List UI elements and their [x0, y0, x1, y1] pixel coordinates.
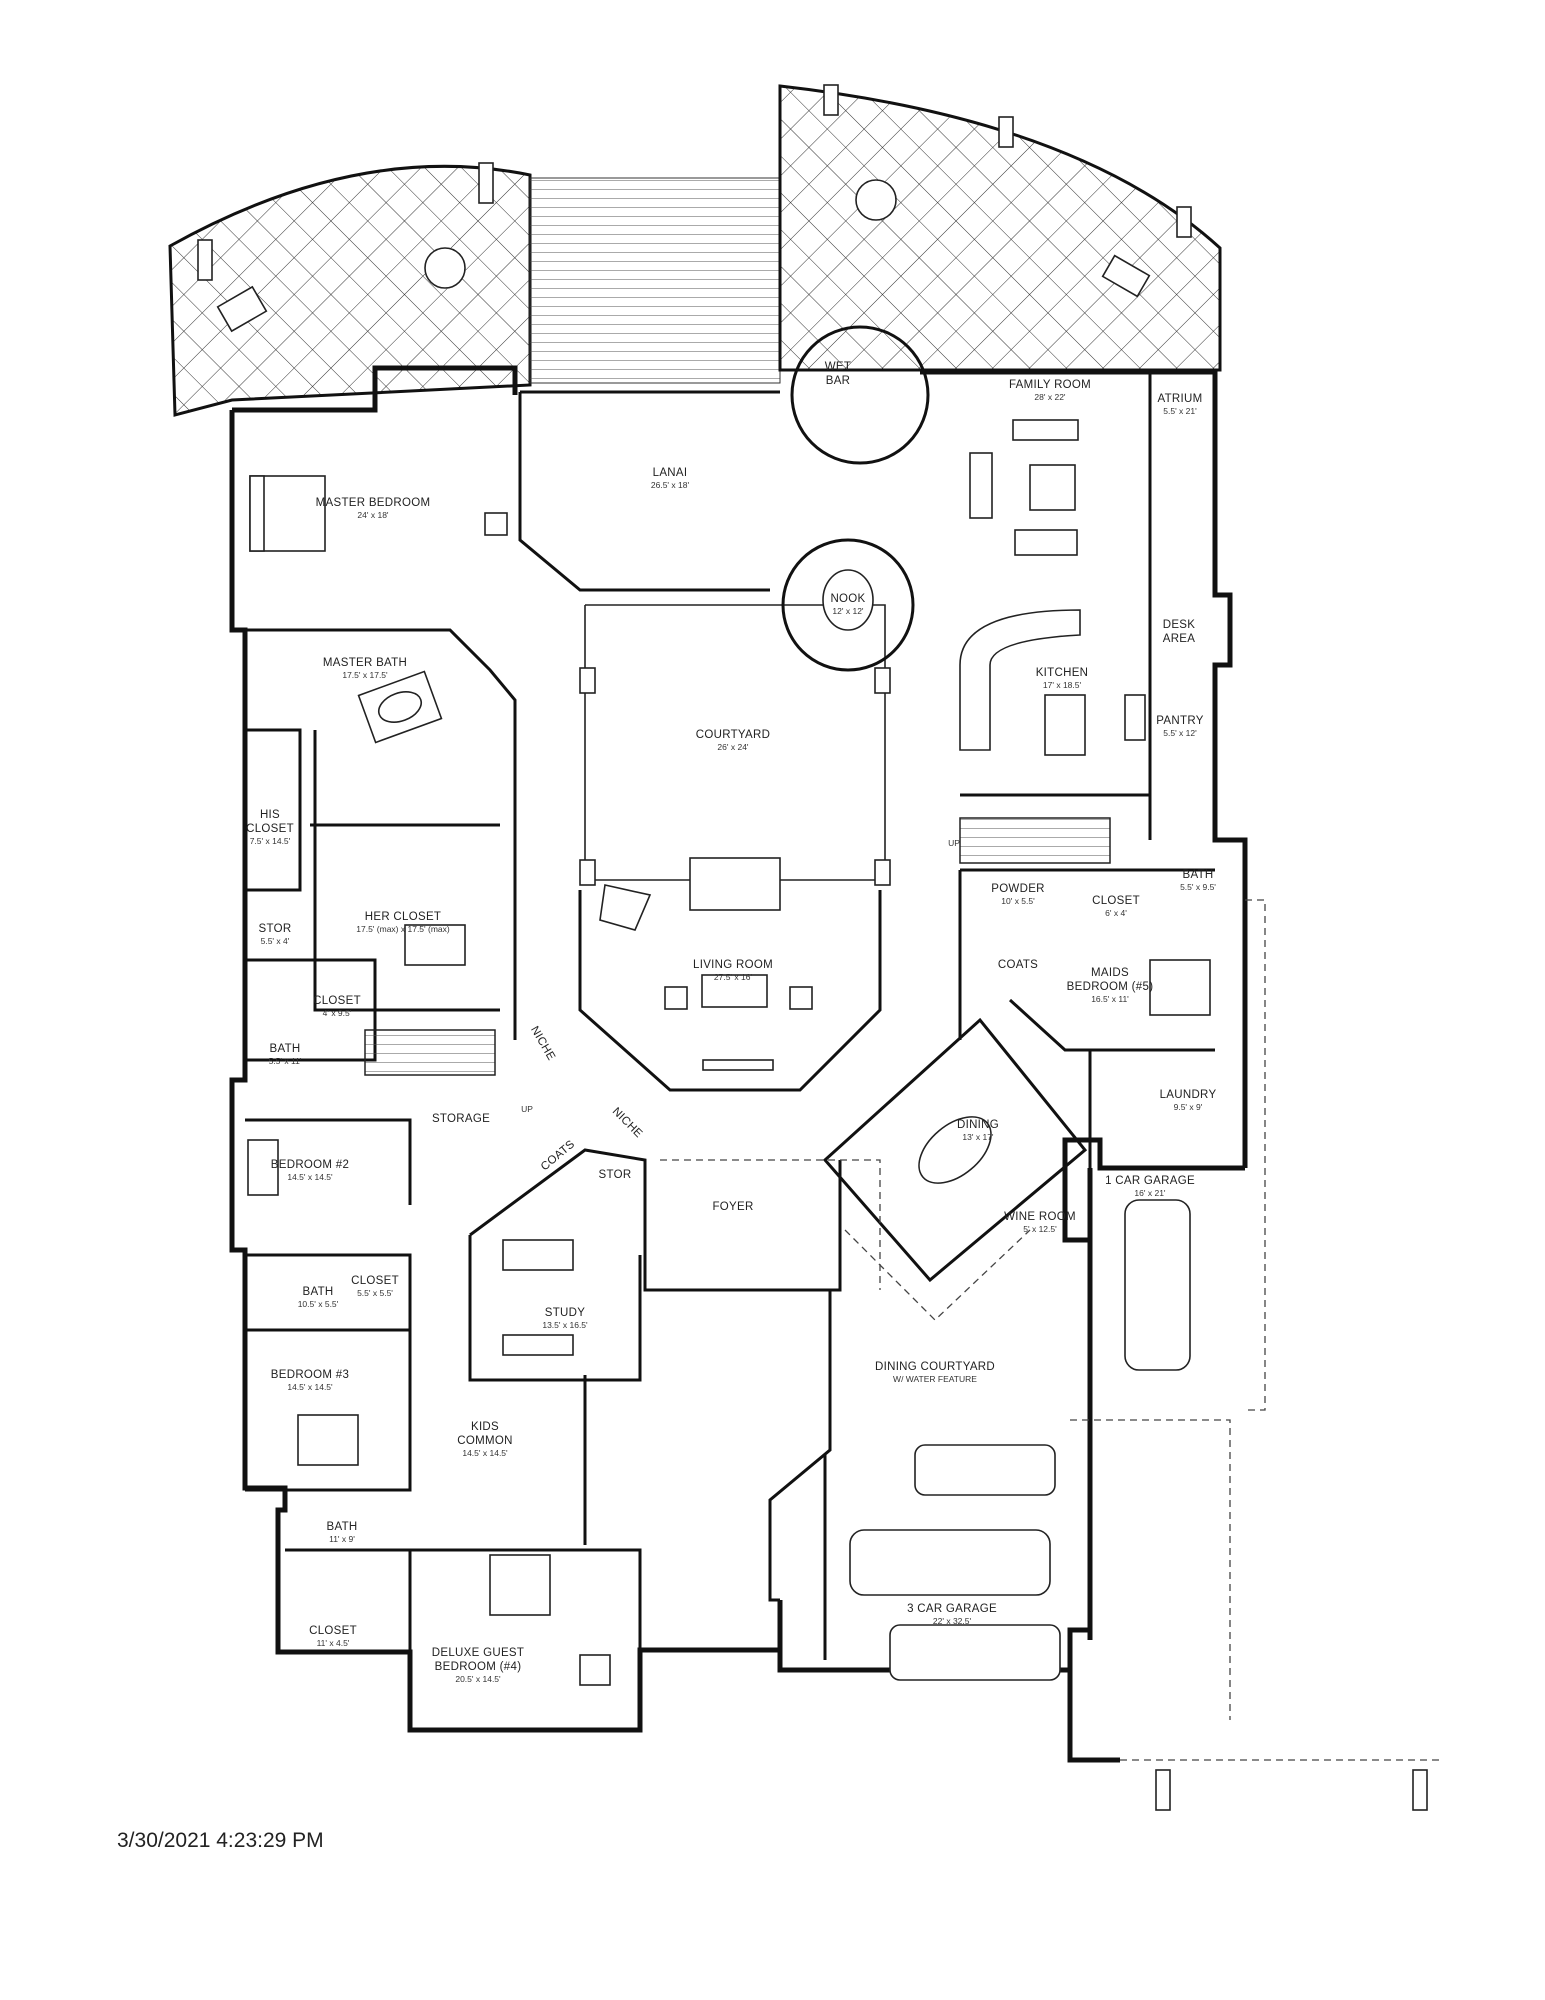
up-label-2: UP: [521, 1104, 533, 1114]
coats-west-label: COATS: [539, 1138, 578, 1173]
kitchen-label: KITCHEN: [1036, 667, 1089, 679]
foyer-label: FOYER: [712, 1201, 753, 1213]
bath-b2-size: 10.5' x 5.5': [298, 1299, 339, 1309]
wet-bar-label: WET: [825, 361, 851, 373]
closet-small-label: CLOSET: [313, 995, 361, 1007]
terrace-steps: [529, 177, 781, 384]
stor-foyer-label: STOR: [599, 1169, 632, 1181]
stor-master-label: STOR: [259, 923, 292, 935]
courtyard-size: 26' x 24': [717, 742, 749, 752]
guest-bedroom-size: 20.5' x 14.5': [455, 1674, 501, 1684]
terrace-west: [168, 162, 532, 417]
study-size: 13.5' x 16.5': [542, 1320, 588, 1330]
kitchen-size: 17' x 18.5': [1043, 680, 1082, 690]
closet-b2-size: 5.5' x 5.5': [357, 1288, 393, 1298]
pantry-size: 5.5' x 12': [1163, 728, 1197, 738]
dining-label: DINING: [957, 1119, 999, 1131]
guest-bedroom-label-2: BEDROOM (#4): [435, 1661, 522, 1673]
interior-walls: [245, 325, 1215, 1660]
closet-b3-size: 11' x 4.5': [317, 1638, 350, 1648]
courtyard-label: COURTYARD: [696, 729, 770, 741]
closet-b2-label: CLOSET: [351, 1275, 399, 1287]
exterior-walls: [229, 365, 1248, 1763]
kids-common-label: KIDS: [471, 1421, 499, 1433]
stairs-east: [959, 817, 1111, 864]
master-bath-label: MASTER BATH: [323, 657, 407, 669]
family-room-label: FAMILY ROOM: [1009, 379, 1091, 391]
bath-b3-size: 11' x 9': [329, 1534, 355, 1544]
desk-area-label: DESK: [1163, 619, 1196, 631]
bath-master-side-size: 5.5' x 11': [269, 1056, 302, 1066]
her-closet-size: 17.5' (max) x 17.5' (max): [356, 924, 450, 934]
nook-size: 12' x 12': [832, 606, 864, 616]
closet-small-size: 4' x 9.5': [323, 1008, 352, 1018]
bedroom-2-label: BEDROOM #2: [271, 1159, 349, 1171]
dining-courtyard-size: W/ WATER FEATURE: [893, 1374, 977, 1384]
bath-master-side-label: BATH: [269, 1043, 300, 1055]
three-car-garage-size: 22' x 32.5': [933, 1616, 972, 1626]
closet-maids-size: 6' x 4': [1105, 908, 1127, 918]
living-room-size: 27.5' x 16': [714, 972, 753, 982]
niche-label-1: NICHE: [528, 1024, 557, 1062]
wine-room-size: 5' x 12.5': [1023, 1224, 1057, 1234]
desk-area-label-2: AREA: [1163, 633, 1196, 645]
laundry-size: 9.5' x 9': [1174, 1102, 1203, 1112]
room-labels: MASTER BEDROOM 24' x 18' LANAI 26.5' x 1…: [246, 361, 1216, 1684]
atrium-size: 5.5' x 21': [1163, 406, 1197, 416]
powder-size: 10' x 5.5': [1001, 896, 1035, 906]
master-bedroom-size: 24' x 18': [357, 510, 389, 520]
wine-room-label: WINE ROOM: [1004, 1211, 1076, 1223]
closet-maids-label: CLOSET: [1092, 895, 1140, 907]
bedroom-3-size: 14.5' x 14.5': [287, 1382, 333, 1392]
kids-common-size: 14.5' x 14.5': [462, 1448, 508, 1458]
lanai-label: LANAI: [653, 467, 688, 479]
his-closet-label-2: CLOSET: [246, 823, 294, 835]
guest-bedroom-label: DELUXE GUEST: [432, 1647, 524, 1659]
his-closet-label: HIS: [260, 809, 280, 821]
stairs-west: [364, 1029, 496, 1076]
one-car-garage-size: 16' x 21': [1134, 1188, 1166, 1198]
her-closet-label: HER CLOSET: [365, 911, 442, 923]
his-closet-size: 7.5' x 14.5': [250, 836, 291, 846]
stor-master-size: 5.5' x 4': [261, 936, 290, 946]
up-label-1: UP: [948, 838, 960, 848]
dining-size: 13' x 17': [962, 1132, 994, 1142]
furniture: [247, 419, 1428, 1811]
family-room-size: 28' x 22': [1034, 392, 1066, 402]
maids-bedroom-size: 16.5' x 11': [1091, 994, 1129, 1004]
dining-courtyard-label: DINING COURTYARD: [875, 1361, 995, 1373]
lanai-size: 26.5' x 18': [651, 480, 690, 490]
maids-bedroom-label-2: BEDROOM (#5): [1067, 981, 1154, 993]
bath-b2-label: BATH: [302, 1286, 333, 1298]
kids-common-label-2: COMMON: [457, 1435, 512, 1447]
bath-maids-label: BATH: [1182, 869, 1213, 881]
atrium-label: ATRIUM: [1157, 393, 1202, 405]
three-car-garage-label: 3 CAR GARAGE: [907, 1603, 997, 1615]
master-bedroom-label: MASTER BEDROOM: [316, 497, 431, 509]
niche-label-2: NICHE: [610, 1105, 645, 1140]
pantry-label: PANTRY: [1156, 715, 1203, 727]
bedroom-2-size: 14.5' x 14.5': [287, 1172, 333, 1182]
master-bath-size: 17.5' x 17.5': [342, 670, 388, 680]
laundry-label: LAUNDRY: [1160, 1089, 1217, 1101]
maids-bedroom-label: MAIDS: [1091, 967, 1129, 979]
bedroom-3-label: BEDROOM #3: [271, 1369, 349, 1381]
terrace-east: [778, 84, 1222, 372]
bath-b3-label: BATH: [326, 1521, 357, 1533]
closet-b3-label: CLOSET: [309, 1625, 357, 1637]
dashed-outlines: [660, 899, 1440, 1761]
one-car-garage-label: 1 CAR GARAGE: [1105, 1175, 1195, 1187]
nook-label: NOOK: [830, 593, 865, 605]
study-label: STUDY: [545, 1307, 586, 1319]
timestamp: 3/30/2021 4:23:29 PM: [117, 1829, 324, 1852]
bath-maids-size: 5.5' x 9.5': [1180, 882, 1216, 892]
wet-bar-label-2: BAR: [826, 375, 851, 387]
living-room-label: LIVING ROOM: [693, 959, 773, 971]
coats-east-label: COATS: [998, 959, 1038, 971]
storage-label: STORAGE: [432, 1113, 490, 1125]
powder-label: POWDER: [991, 883, 1045, 895]
